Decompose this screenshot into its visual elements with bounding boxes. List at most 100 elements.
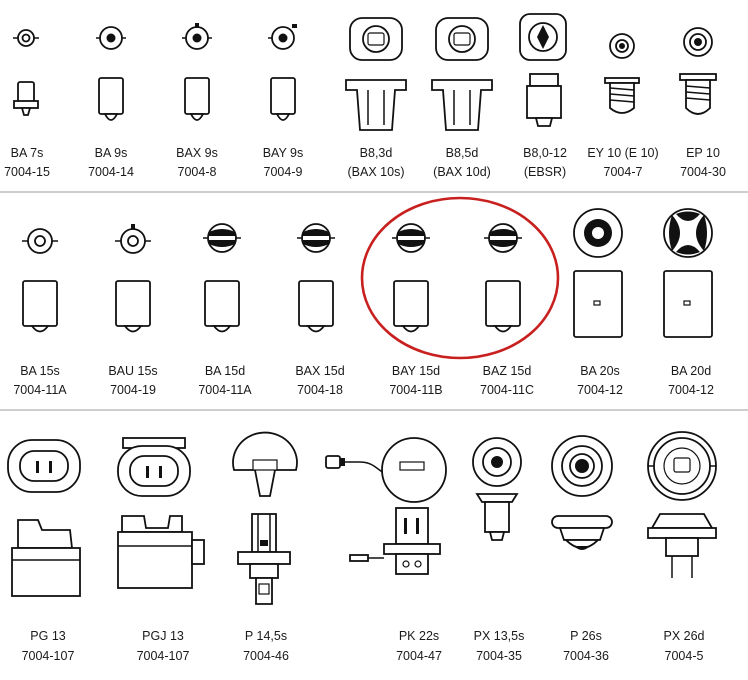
bax15d-top-view xyxy=(297,223,335,253)
base-ref: 7004-7 xyxy=(604,165,643,179)
base-code: P 26s xyxy=(570,629,602,643)
px26d-top-view xyxy=(647,431,717,501)
base-code: B8,5d xyxy=(446,146,479,160)
p26s-top-view xyxy=(551,435,613,497)
base-ref: 7004-9 xyxy=(264,165,303,179)
base-ref: 7004-30 xyxy=(680,165,726,179)
base-ref: 7004-12 xyxy=(668,383,714,397)
row-1-labels: BA 7s 7004-15 BA 9s 7004-14 BAX 9s 7004-… xyxy=(4,146,726,179)
base-code: PX 26d xyxy=(663,629,704,643)
ba20s-side-view xyxy=(573,270,623,338)
base-ref: 7004-35 xyxy=(476,649,522,663)
base-code: BAZ 15d xyxy=(483,364,532,378)
base-code: BAY 15d xyxy=(392,364,440,378)
base-code: PK 22s xyxy=(399,629,439,643)
base-ref: 7004-107 xyxy=(22,649,75,663)
px26d-side-view xyxy=(647,513,717,578)
base-ref: 7004-18 xyxy=(297,383,343,397)
base-code: BAX 9s xyxy=(176,146,218,160)
bau15s-top-view xyxy=(115,224,151,254)
base-ref: 7004-11C xyxy=(480,383,534,397)
p145s-top-view xyxy=(232,431,298,497)
ey10-side-view xyxy=(604,77,640,114)
ba20d-side-view xyxy=(663,270,713,338)
base-code: BA 15d xyxy=(205,364,245,378)
base-ref: 7004-12 xyxy=(577,383,623,397)
b83d-side-view xyxy=(345,79,407,131)
bay9s-top-view xyxy=(268,24,297,50)
bax15d-side-view xyxy=(298,280,334,333)
base-code: PGJ 13 xyxy=(142,629,184,643)
ba15d-top-view xyxy=(203,223,241,253)
base-code: BAY 9s xyxy=(263,146,304,160)
pk22s-side-view xyxy=(349,507,441,575)
base-code: BA 9s xyxy=(95,146,128,160)
base-code: BAU 15s xyxy=(108,364,157,378)
bau15s-side-view xyxy=(115,280,151,333)
ba7s-top-view xyxy=(13,29,39,47)
base-ref: 7004-107 xyxy=(137,649,190,663)
b83d-top-view xyxy=(349,17,403,61)
base-ref: 7004-46 xyxy=(243,649,289,663)
baz15d-side-view xyxy=(485,280,521,333)
base-code: BA 7s xyxy=(11,146,44,160)
ey10-top-view xyxy=(609,33,635,59)
pk22s-top-view xyxy=(325,437,447,503)
base-code: BA 20d xyxy=(671,364,711,378)
base-code: BAX 15d xyxy=(295,364,344,378)
base-ref: (BAX 10s) xyxy=(348,165,405,179)
base-ref: 7004-8 xyxy=(178,165,217,179)
base-code: BA 20s xyxy=(580,364,620,378)
pgj13-top-view xyxy=(117,437,191,497)
bax9s-top-view xyxy=(182,23,212,50)
bax9s-side-view xyxy=(184,77,210,121)
highlight-circle xyxy=(360,196,560,360)
b8012-side-view xyxy=(526,73,562,127)
base-code: B8,3d xyxy=(360,146,393,160)
base-ref: 7004-11A xyxy=(198,383,252,397)
base-ref: (EBSR) xyxy=(524,165,566,179)
px135s-side-view xyxy=(475,493,519,541)
bay15d-side-view xyxy=(393,280,429,333)
base-code: EP 10 xyxy=(686,146,720,160)
base-code: PX 13,5s xyxy=(474,629,525,643)
ba15d-side-view xyxy=(204,280,240,333)
b85d-top-view xyxy=(435,17,489,61)
base-ref: 7004-11B xyxy=(389,383,442,397)
ba9s-side-view xyxy=(98,77,124,121)
ep10-top-view xyxy=(683,27,713,57)
base-ref: 7004-47 xyxy=(396,649,442,663)
base-ref: 7004-11A xyxy=(13,383,67,397)
bay15d-top-view xyxy=(392,223,430,253)
pg13-top-view xyxy=(7,439,81,493)
ep10-side-view xyxy=(679,73,717,115)
base-ref: 7004-19 xyxy=(110,383,156,397)
base-code: B8,0-12 xyxy=(523,146,567,160)
ba7s-side-view xyxy=(13,81,39,116)
baz15d-top-view xyxy=(484,223,522,253)
base-ref: (BAX 10d) xyxy=(433,165,491,179)
base-code: EY 10 (E 10) xyxy=(587,146,658,160)
base-ref: 7004-5 xyxy=(665,649,704,663)
row-2-labels: BA 15s 7004-11A BAU 15s 7004-19 BA 15d 7… xyxy=(13,364,714,397)
base-code: BA 15s xyxy=(20,364,60,378)
ba15s-side-view xyxy=(22,280,58,333)
base-ref: 7004-14 xyxy=(88,165,134,179)
bay9s-side-view xyxy=(270,77,296,121)
p145s-side-view xyxy=(237,513,291,605)
b85d-side-view xyxy=(431,79,493,131)
ba9s-top-view xyxy=(96,26,126,50)
p26s-side-view xyxy=(551,515,613,550)
base-code: PG 13 xyxy=(30,629,65,643)
ba20s-top-view xyxy=(573,208,623,258)
base-ref: 7004-15 xyxy=(4,165,50,179)
pgj13-side-view xyxy=(117,515,205,589)
base-ref: 7004-36 xyxy=(563,649,609,663)
ba15s-top-view xyxy=(22,228,58,254)
ba20d-top-view xyxy=(663,208,713,258)
pg13-side-view xyxy=(11,519,81,597)
px135s-top-view xyxy=(472,437,522,487)
base-code: P 14,5s xyxy=(245,629,287,643)
